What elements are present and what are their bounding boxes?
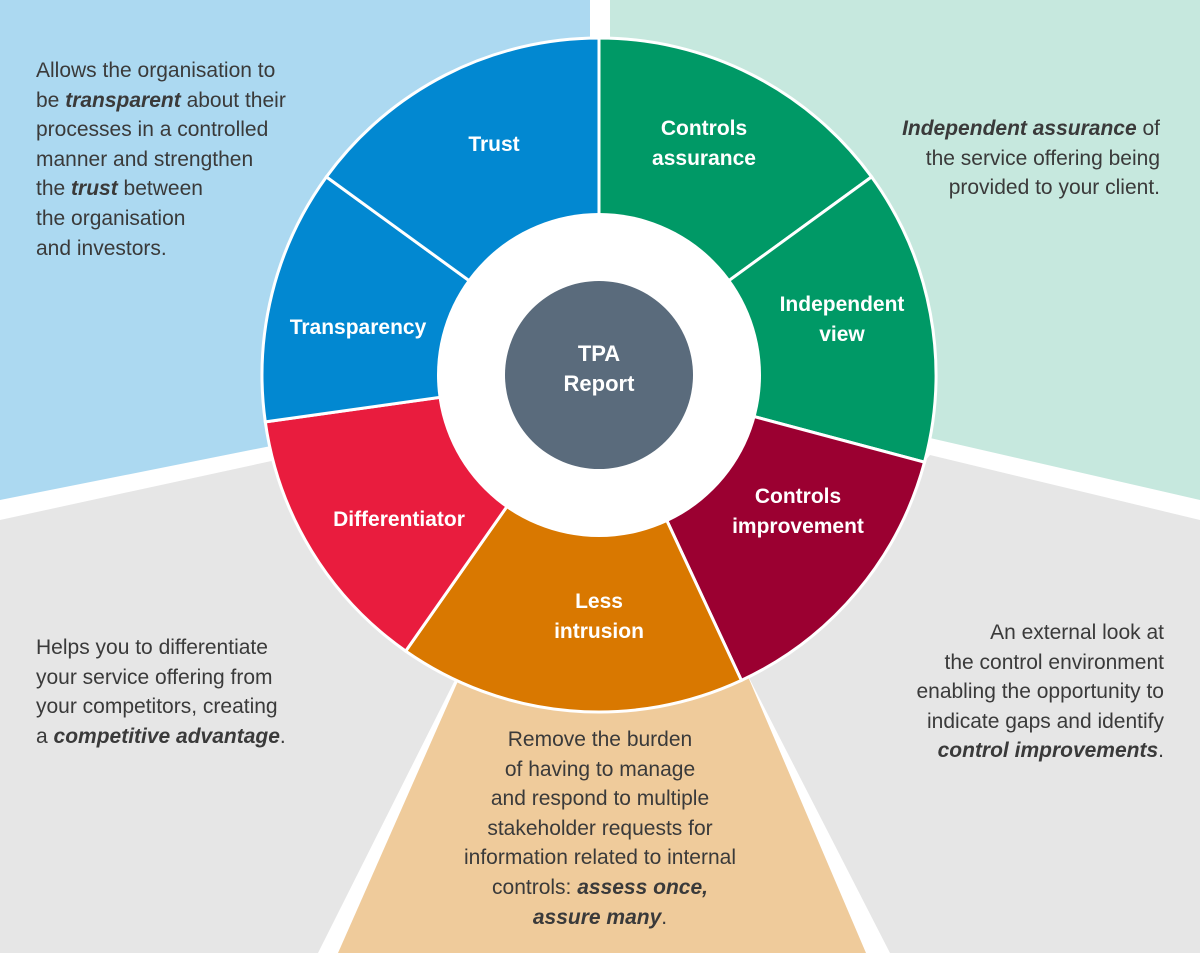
segment-label-controls-assurance-2: assurance: [652, 147, 756, 170]
center-circle: [505, 281, 693, 469]
segment-label-controls-assurance-1: Controls: [661, 117, 747, 140]
description-differentiator: Helps you to differentiate your service …: [36, 636, 286, 748]
description-improvement: An external look at the control environm…: [916, 621, 1164, 763]
description-intrusion: Remove the burden of having to manage an…: [464, 728, 736, 929]
segment-less-intrusion: [403, 372, 744, 714]
segment-label-controls-improvement-2: improvement: [732, 515, 864, 538]
description-trust: Allows the organisation to be transparen…: [36, 59, 286, 260]
segment-label-controls-improvement-1: Controls: [755, 485, 841, 508]
center-label-line2: Report: [564, 371, 636, 396]
panel-orange-intrusion: [338, 672, 866, 953]
segment-label-independent-view-2: view: [819, 323, 865, 346]
segment-label-transparency: Transparency: [290, 316, 427, 339]
segment-label-independent-view-1: Independent: [780, 293, 905, 316]
segment-label-less-intrusion-1: Less: [575, 590, 623, 613]
segment-label-less-intrusion-2: intrusion: [554, 620, 644, 643]
segment-label-trust: Trust: [468, 133, 519, 156]
center-label-line1: TPA: [578, 341, 620, 366]
description-assurance: Independent assurance of the service off…: [902, 117, 1160, 200]
segment-label-differentiator: Differentiator: [333, 508, 465, 531]
